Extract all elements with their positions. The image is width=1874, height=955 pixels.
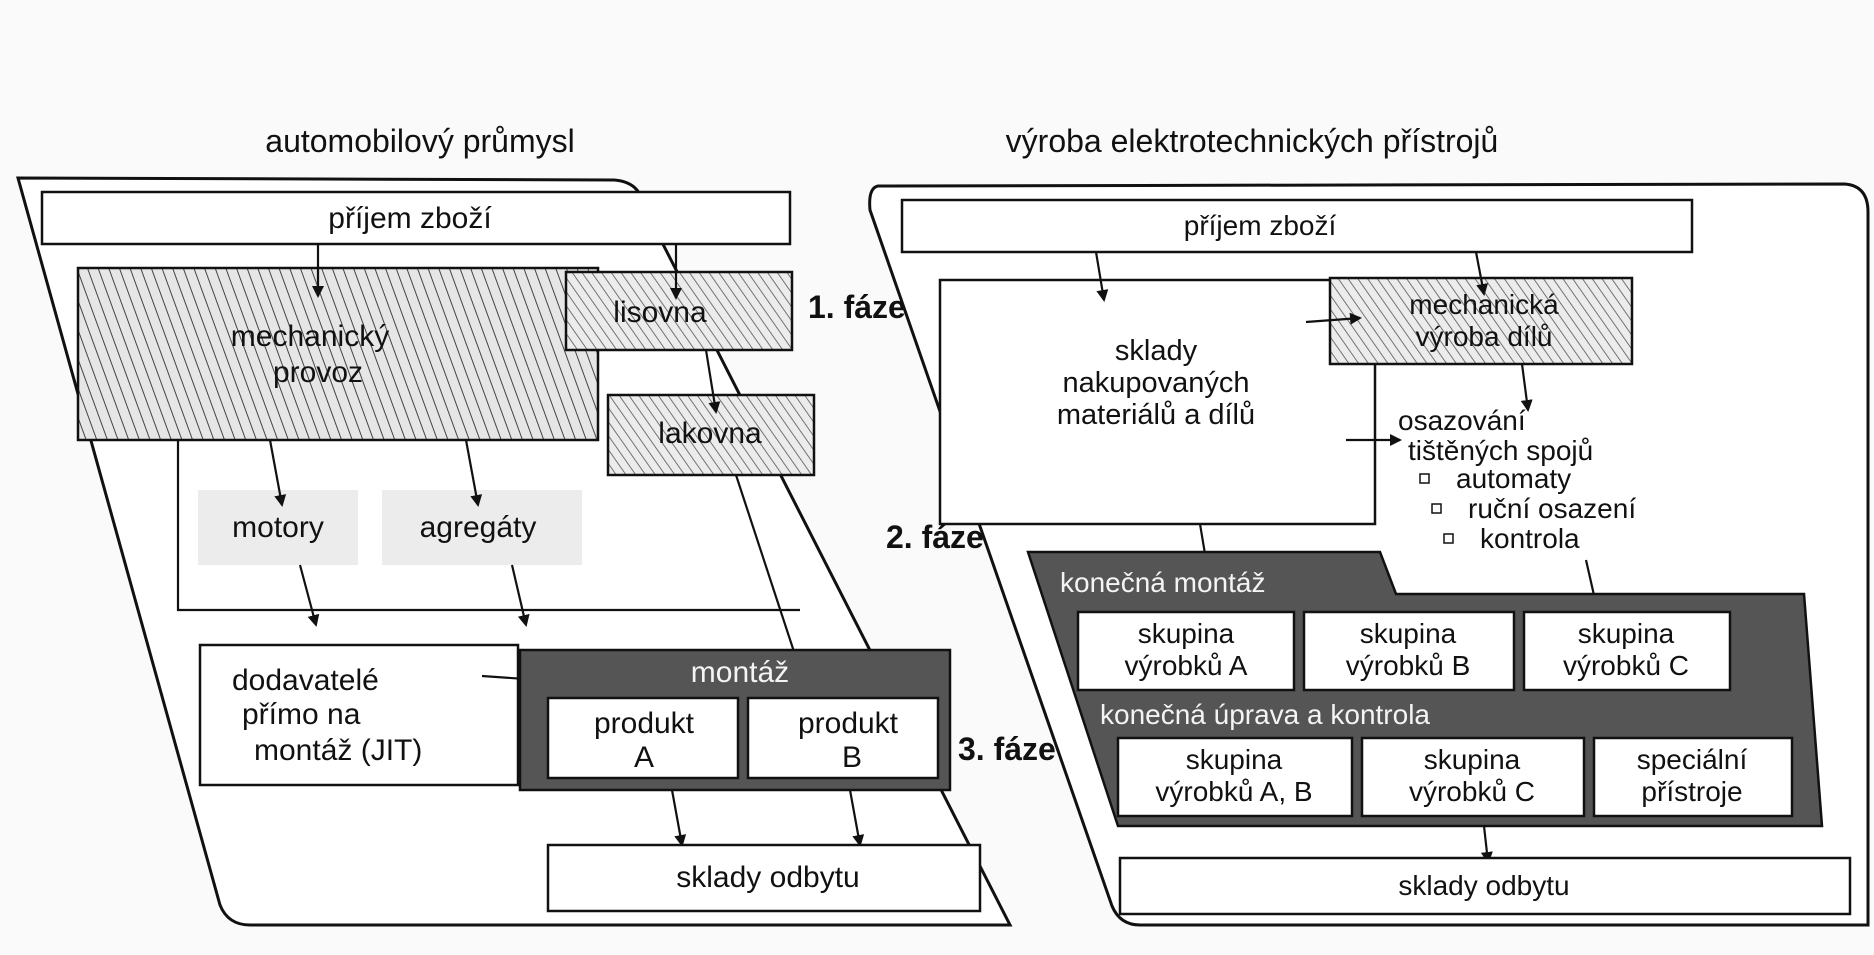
pcb-label-1: osazování [1398,405,1526,436]
final-finish-label: konečná úprava a kontrola [1100,699,1430,730]
arrow-mechanical-engines [268,439,287,507]
product-b-label-2: B [842,741,862,774]
mechanical-shop-box [76,266,600,442]
bullet-icon [1443,533,1454,544]
group-b-label-1: skupina [1360,618,1457,649]
group-a-box [1076,610,1296,692]
bullet-icon [1431,503,1442,514]
purchased-stores-box [938,278,1377,526]
right-receiving-label: příjem zboží [1184,210,1337,241]
arrow-mechanical-aggregates [464,439,483,507]
mechanical-parts-label-2: výroba dílů [1416,321,1553,352]
left-receiving-box [40,190,792,246]
pcb-label-2: tištěných spojů [1408,435,1593,466]
arrow-receiving-stores [1094,251,1109,302]
arrow-product-b-warehouse [848,789,865,847]
group-c2-label-2: výrobků C [1409,776,1535,807]
left-warehouse-label: sklady odbytu [676,861,859,894]
collector-line [176,440,800,612]
group-c-label-1: skupina [1578,618,1675,649]
jit-suppliers-box [198,643,520,787]
group-c-label-2: výrobků C [1563,650,1689,681]
pcb-item-manual: ruční osazení [1468,493,1636,524]
product-a-label-2: A [634,741,654,774]
left-receiving-label: příjem zboží [328,202,492,235]
group-c-box [1522,610,1732,692]
arrow-paint-assembly [734,474,803,672]
left-title: automobilový průmysl [265,123,574,159]
product-a-label-1: produkt [594,707,695,740]
group-ab-label-2: výrobků A, B [1155,776,1312,807]
pcb-item-automaty: automaty [1456,463,1571,494]
paint-shop-label: lakovna [658,417,762,450]
press-shop-label: lisovna [613,296,707,329]
assembly-label: montáž [691,656,789,689]
special-devices-label-1: speciální [1637,744,1748,775]
pcb-item-control: kontrola [1480,523,1580,554]
purchased-stores-label-3: materiálů a dílů [1057,399,1255,431]
engines-label: motory [232,511,324,544]
purchased-stores-label-1: sklady [1115,335,1198,367]
product-b-box [746,696,940,780]
jit-suppliers-label-3: montáž (JIT) [254,734,422,767]
arrow-receiving-mech-parts [1474,251,1489,296]
arrow-final-warehouse [1480,825,1493,864]
purchased-stores-label-2: nakupovaných [1062,367,1249,399]
group-ab-box [1116,736,1354,818]
arrow-press-paint [704,349,721,414]
product-b-label-1: produkt [798,707,899,740]
aggregates-label: agregáty [420,511,537,544]
right-receiving-box [900,198,1694,254]
phase-3-label: 3. fáze [958,731,1056,767]
press-shop-box [564,270,794,352]
special-devices-box [1592,736,1794,818]
group-b-box [1302,610,1516,692]
arrow-product-a-warehouse [670,789,687,847]
arrow-engines-collector [298,564,320,627]
group-ab-label-1: skupina [1186,744,1283,775]
group-a-label-1: skupina [1138,618,1235,649]
special-devices-label-2: přístroje [1641,776,1742,807]
group-c2-label-1: skupina [1424,744,1521,775]
phase-1-label: 1. fáze [808,289,906,325]
arrow-mech-parts-pcb [1520,363,1533,412]
final-assembly-label: konečná montáž [1060,567,1265,598]
mechanical-shop-label-1: mechanický [231,320,389,353]
product-a-box [546,696,740,780]
arrow-aggregates-collector [510,564,530,627]
jit-suppliers-label-2: přímo na [242,698,361,731]
right-warehouse-label: sklady odbytu [1398,870,1569,901]
right-warehouse-box [1118,856,1852,916]
bullet-icon [1419,473,1430,484]
jit-suppliers-label-1: dodavatelé [232,664,379,697]
group-a-label-2: výrobků A [1125,650,1248,681]
left-warehouse-box [546,843,982,913]
right-title: výroba elektrotechnických přístrojů [1006,123,1499,159]
mechanical-shop-label-2: provoz [273,356,363,389]
arrow-stores-mech-parts [1305,312,1362,325]
group-b-label-2: výrobků B [1346,650,1471,681]
group-c2-box [1360,736,1586,818]
